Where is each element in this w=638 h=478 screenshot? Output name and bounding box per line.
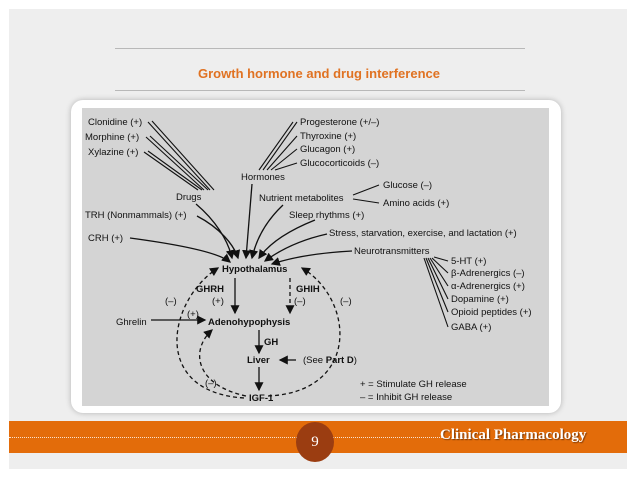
- label-ghih-sign: (–): [294, 296, 306, 307]
- label-crh: CRH (+): [88, 233, 123, 244]
- label-glucose: Glucose (–): [383, 180, 432, 191]
- label-trh: TRH (Nonmammals) (+): [85, 210, 187, 221]
- label-sleep-rhythms: Sleep rhythms (+): [289, 210, 364, 221]
- label-glucocorticoids: Glucocorticoids (–): [300, 158, 379, 169]
- label-adenohypophysis: Adenohypophysis: [208, 317, 290, 328]
- label-stress: Stress, starvation, exercise, and lactat…: [329, 228, 517, 239]
- label-igf1: IGF-1: [249, 393, 274, 404]
- footer-rule-left: [9, 437, 299, 438]
- label-progesterone: Progesterone (+/–): [300, 117, 379, 128]
- legend-stimulate: + = Stimulate GH release: [360, 379, 467, 390]
- label-gh: GH: [264, 337, 278, 348]
- label-opioid-peptides: Opioid peptides (+): [451, 307, 532, 318]
- drug-lines: [143, 120, 215, 191]
- figure-panel: [82, 108, 549, 406]
- slide-title: Growth hormone and drug interference: [198, 66, 440, 81]
- label-thyroxine: Thyroxine (+): [300, 131, 356, 142]
- label-hormones: Hormones: [241, 172, 285, 183]
- label-neg-left: (–): [165, 296, 177, 307]
- neuro-lines: [423, 256, 449, 328]
- label-dopamine: Dopamine (+): [451, 294, 509, 305]
- label-gaba: GABA (+): [451, 322, 491, 333]
- label-drugs: Drugs: [176, 192, 202, 203]
- footer-course-title: Clinical Pharmacology: [440, 427, 587, 443]
- hormone-lines: [258, 121, 298, 171]
- label-liver: Liver: [247, 355, 270, 366]
- label-5ht: 5-HT (+): [451, 256, 486, 267]
- nutrient-lines: [352, 184, 380, 204]
- label-see-part: (See Part D): [303, 355, 357, 366]
- title-divider: [115, 90, 525, 91]
- footer-rule-right: [330, 437, 442, 438]
- top-divider: [115, 48, 525, 49]
- axis-arrows: [151, 278, 296, 392]
- label-xylazine: Xylazine (+): [88, 147, 138, 158]
- label-alpha-adrenergics: α-Adrenergics (+): [451, 281, 525, 292]
- input-arrows: [129, 183, 353, 266]
- label-glucagon: Glucagon (+): [300, 144, 355, 155]
- label-amino-acids: Amino acids (+): [383, 198, 449, 209]
- label-clonidine: Clonidine (+): [88, 117, 142, 128]
- label-hypothalamus: Hypothalamus: [222, 264, 287, 275]
- label-morphine: Morphine (+): [85, 132, 139, 143]
- label-igf-neg: (–): [205, 378, 217, 389]
- legend-inhibit: – = Inhibit GH release: [360, 392, 452, 403]
- feedback-arrows: [176, 267, 341, 399]
- label-beta-adrenergics: β-Adrenergics (–): [451, 268, 525, 279]
- label-ghrelin-sign: (+): [187, 309, 199, 320]
- label-neg-right: (–): [340, 296, 352, 307]
- label-ghrh: GHRH: [196, 284, 224, 295]
- label-nutrient-metabolites: Nutrient metabolites: [259, 193, 344, 204]
- page-number-badge: 9: [296, 422, 334, 462]
- label-ghrh-sign: (+): [212, 296, 224, 307]
- label-ghrelin: Ghrelin: [116, 317, 147, 328]
- label-neurotransmitters: Neurotransmitters: [354, 246, 430, 257]
- label-ghih: GHIH: [296, 284, 320, 295]
